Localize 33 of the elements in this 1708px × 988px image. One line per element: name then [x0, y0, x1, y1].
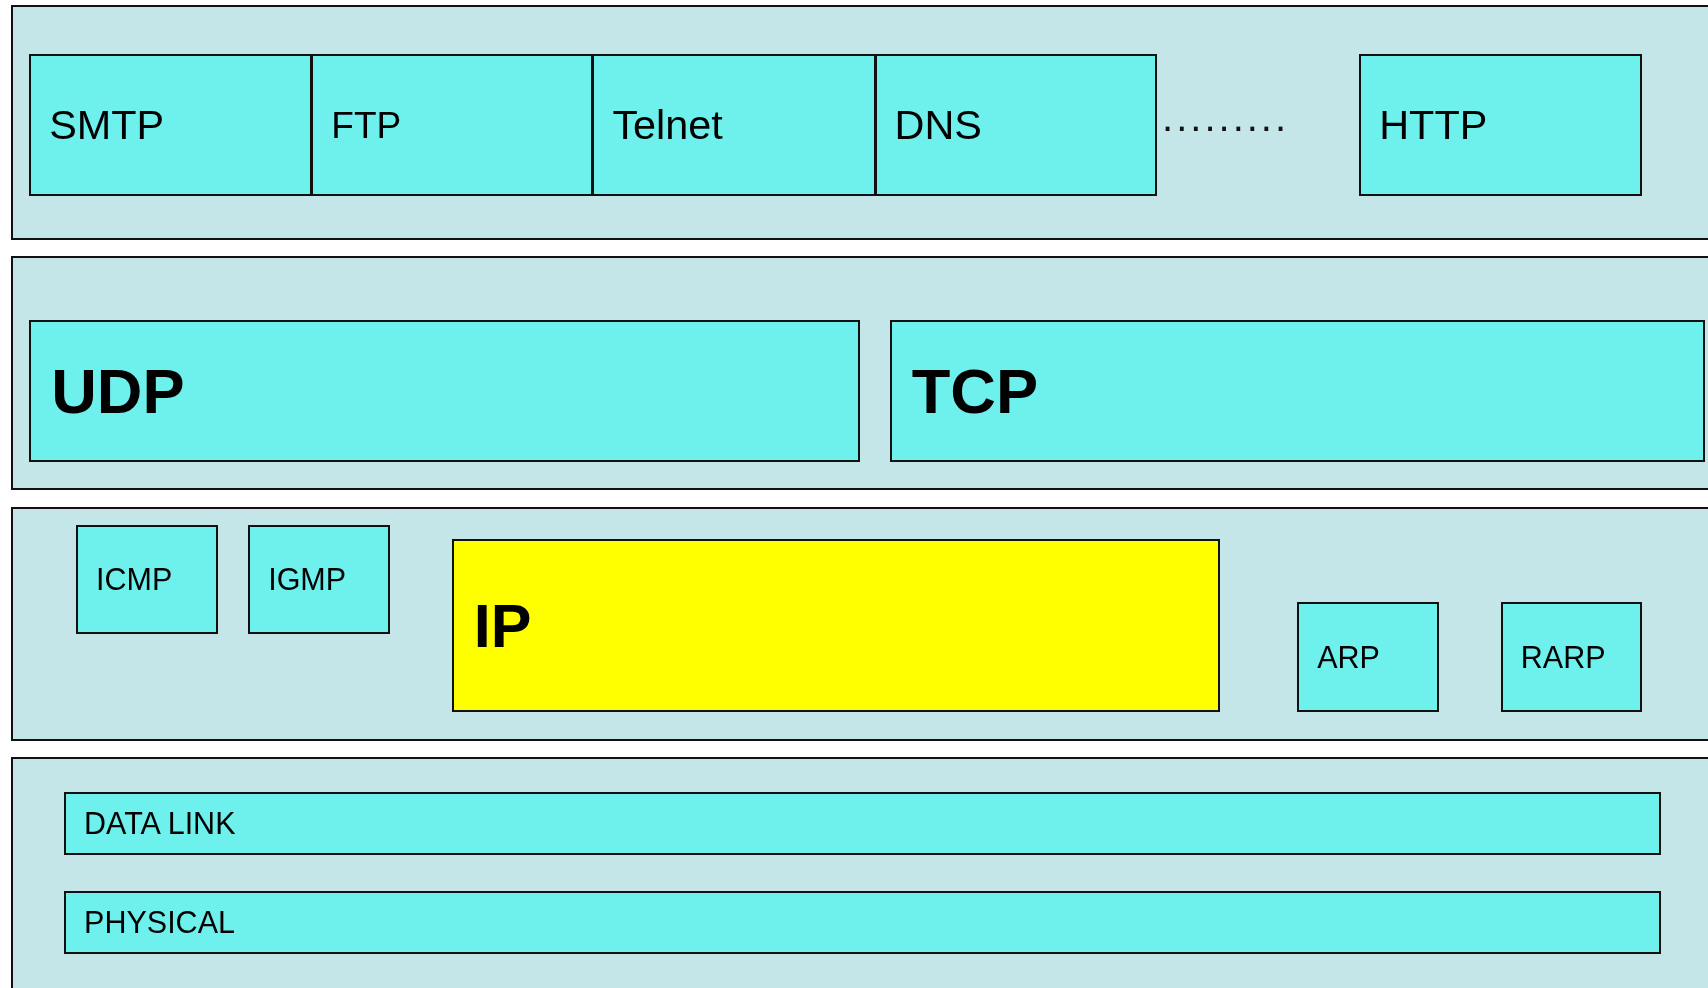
- layer-band: [10, 5, 1708, 240]
- protocol-box: [1297, 602, 1439, 713]
- protocol-box: [451, 539, 1220, 713]
- protocol-label: UDP: [51, 354, 185, 427]
- protocol-label: PHYSICAL: [84, 904, 235, 940]
- protocol-label: SMTP: [49, 101, 165, 149]
- protocol-label: DNS: [894, 101, 982, 149]
- layer-band: [10, 255, 1708, 491]
- protocol-box: [64, 890, 1661, 954]
- protocol-box: [1359, 54, 1643, 196]
- protocol-box: [76, 524, 218, 634]
- protocol-label: IGMP: [268, 561, 347, 597]
- protocol-label: HTTP: [1379, 101, 1488, 149]
- protocol-box: [29, 320, 861, 462]
- layer-band: [10, 757, 1708, 988]
- protocol-box: [29, 54, 313, 196]
- protocol-label: DATA LINK: [84, 805, 236, 841]
- protocol-box: [592, 54, 876, 196]
- protocol-box: [311, 54, 594, 196]
- protocol-box: [874, 54, 1157, 196]
- layer-band: [10, 506, 1708, 741]
- protocol-box: [1500, 602, 1643, 713]
- protocol-label: TCP: [911, 354, 1039, 427]
- protocol-box: [248, 524, 390, 634]
- protocol-label: ICMP: [96, 561, 173, 597]
- protocol-label: FTP: [331, 103, 402, 147]
- ellipsis-text: .........: [1162, 94, 1290, 140]
- protocol-box: [889, 320, 1705, 462]
- protocol-label: RARP: [1520, 639, 1606, 675]
- protocol-label: Telnet: [612, 101, 723, 149]
- protocol-box: [64, 791, 1661, 855]
- protocol-label: IP: [473, 590, 532, 661]
- protocol-label: ARP: [1317, 639, 1380, 675]
